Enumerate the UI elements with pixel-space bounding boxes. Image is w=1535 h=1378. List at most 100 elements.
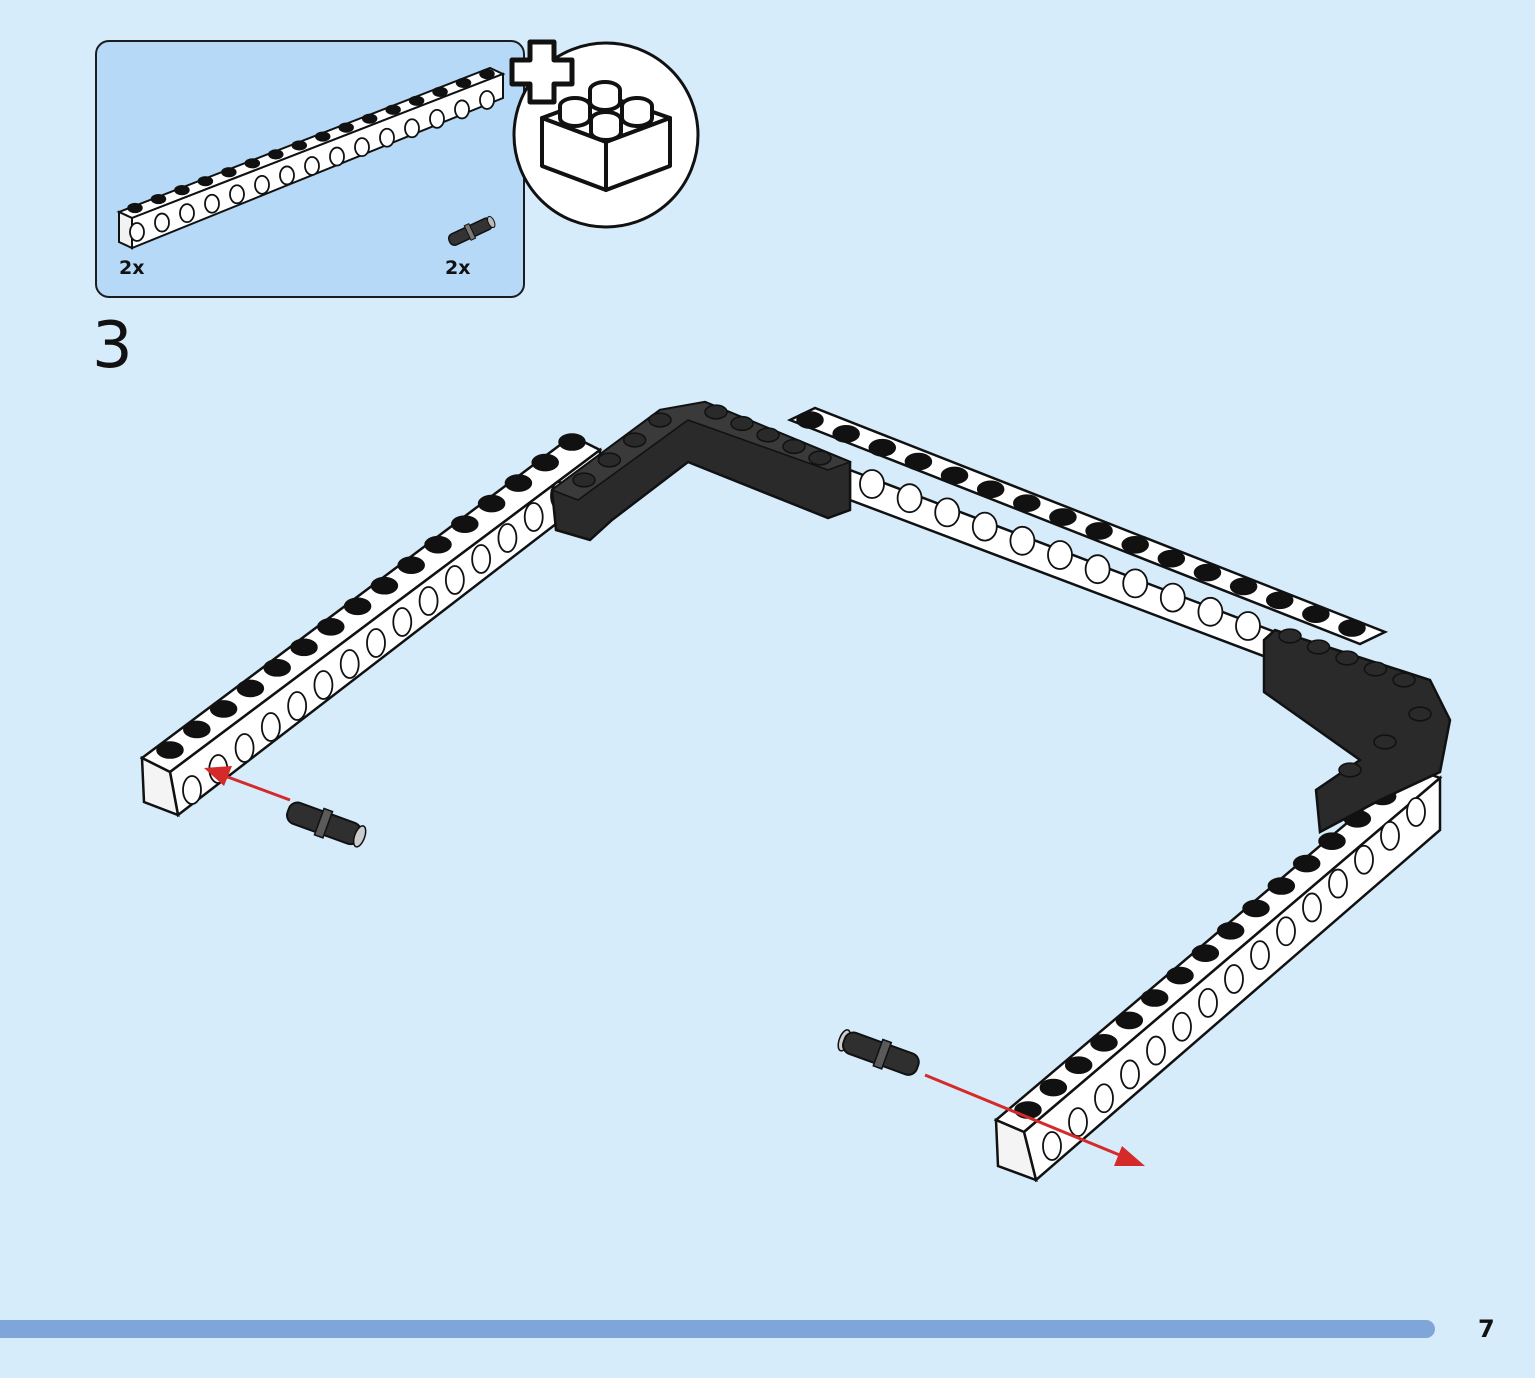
hole	[129, 222, 145, 242]
hole	[1235, 611, 1261, 641]
stud	[455, 77, 472, 89]
parts-callout: 2x 2x	[95, 40, 525, 298]
hole	[1094, 1083, 1114, 1114]
stud	[1191, 944, 1220, 963]
hole	[287, 691, 308, 721]
hole	[1380, 820, 1400, 851]
beam-quantity: 2x	[119, 257, 145, 279]
stud	[479, 68, 495, 80]
hole	[1198, 987, 1218, 1018]
stud	[183, 720, 211, 739]
stud	[1363, 661, 1388, 677]
hole	[179, 203, 195, 224]
hole	[339, 649, 360, 679]
left-pin	[286, 801, 367, 848]
stud	[1242, 899, 1270, 918]
hole	[260, 712, 281, 742]
stud	[263, 659, 291, 677]
stud	[730, 415, 754, 432]
stud	[221, 167, 237, 178]
stud	[314, 131, 331, 142]
hole	[1146, 1035, 1166, 1066]
stud	[432, 86, 448, 97]
stud	[150, 193, 167, 205]
stud	[290, 638, 318, 657]
page-number: 7	[1478, 1315, 1495, 1343]
stud	[1408, 706, 1432, 722]
stud	[156, 741, 184, 759]
stud	[1302, 605, 1330, 623]
stud	[209, 700, 238, 718]
hole	[454, 99, 470, 120]
hole	[497, 523, 518, 553]
stud	[648, 412, 672, 428]
hole	[896, 483, 923, 514]
hole	[254, 174, 270, 195]
stud	[1392, 672, 1416, 688]
back-beam	[786, 406, 1389, 702]
stud	[361, 113, 378, 124]
hole	[234, 733, 255, 763]
stud	[504, 474, 533, 492]
stud	[397, 556, 425, 575]
stud	[1265, 591, 1294, 610]
hole	[971, 511, 998, 542]
stud	[1090, 1033, 1118, 1052]
stud	[1166, 966, 1194, 985]
hole	[1047, 540, 1073, 570]
stud	[904, 452, 933, 471]
stud	[808, 450, 832, 466]
stud	[1318, 832, 1346, 851]
stud	[940, 466, 969, 485]
hole	[392, 607, 413, 637]
stud	[756, 427, 780, 443]
stud	[1039, 1078, 1068, 1097]
stud	[127, 202, 143, 214]
stud	[1229, 577, 1258, 596]
hole	[229, 184, 245, 205]
stud	[244, 158, 261, 169]
hole	[1172, 1011, 1192, 1042]
stud	[868, 438, 897, 457]
stud	[1013, 494, 1041, 513]
stud	[1292, 854, 1321, 873]
hole	[444, 565, 465, 595]
hole	[1276, 916, 1296, 947]
right-beam	[993, 765, 1443, 1183]
parts-callout-art	[116, 66, 506, 250]
right-insert-arrow	[924, 1073, 1145, 1166]
hole	[379, 127, 395, 148]
callout-pin	[447, 215, 496, 246]
stud	[338, 122, 354, 133]
stud	[343, 597, 372, 616]
stud	[622, 432, 647, 448]
hole	[1354, 844, 1374, 875]
hole	[1009, 525, 1036, 556]
stud	[1064, 1056, 1093, 1075]
stud	[477, 494, 506, 513]
stud	[1306, 639, 1331, 655]
hole	[1302, 892, 1322, 923]
stud	[1373, 734, 1397, 750]
hole	[1068, 1107, 1088, 1138]
left-insert-arrow	[204, 766, 291, 802]
hole	[471, 544, 492, 574]
hole	[279, 165, 295, 186]
stud	[424, 535, 452, 554]
stud	[408, 95, 425, 106]
hole	[479, 90, 495, 110]
hole	[354, 137, 370, 158]
hole	[182, 775, 202, 805]
hole	[304, 156, 320, 176]
stud	[174, 185, 190, 196]
hole	[1042, 1131, 1062, 1161]
stud	[1278, 628, 1302, 644]
stud	[1014, 1101, 1042, 1119]
stud	[197, 176, 214, 187]
hole	[934, 497, 961, 528]
hole	[523, 502, 544, 532]
hole	[1250, 940, 1270, 971]
stud	[385, 104, 401, 115]
black-corner-beam-right	[1262, 628, 1452, 834]
